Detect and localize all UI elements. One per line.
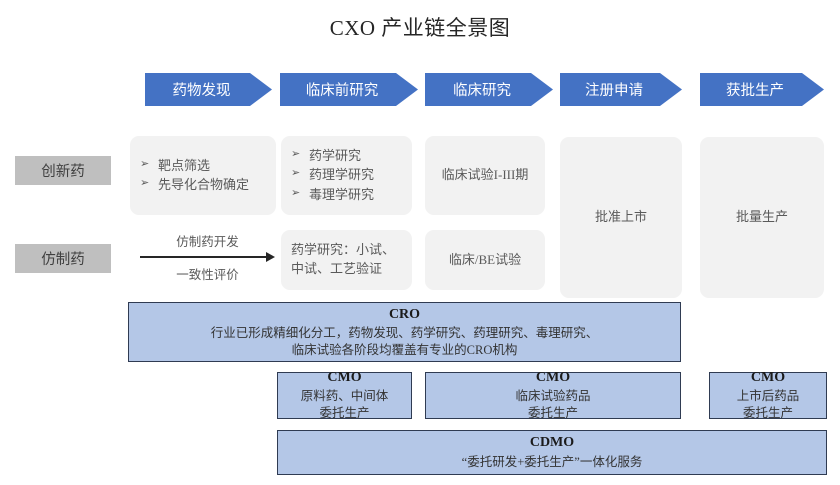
service-header: CMO: [535, 370, 571, 386]
service-box-cro[interactable]: CRO 行业已形成精细化分工，药物发现、药学研究、药理研究、毒理研究、 临床试验…: [128, 302, 681, 362]
card-innovative-clinical: 临床试验I-III期: [425, 136, 545, 215]
card-text: 临床/BE试验: [448, 251, 522, 267]
card-approval-to-market: 批准上市: [560, 137, 682, 298]
service-body: 临床试验药品 委托生产: [515, 389, 591, 421]
card-text: 临床试验I-III期: [441, 167, 529, 183]
arrow-label-top: 仿制药开发: [176, 235, 239, 249]
card-text: 批准上市: [594, 209, 647, 225]
generic-development-arrow: 仿制药开发 一致性评价: [140, 231, 275, 283]
bullet-list: ➢ 靶点筛选 ➢ 先导化合物确定: [140, 156, 266, 195]
card-generic-clinical: 临床/BE试验: [425, 230, 545, 290]
stage-arrow-label: 临床前研究: [305, 83, 379, 99]
list-item: ➢ 药理学研究: [291, 166, 402, 184]
chevron-bullet-icon: ➢: [291, 186, 301, 199]
stage-arrow-registration[interactable]: 注册申请: [560, 73, 682, 106]
chevron-bullet-icon: ➢: [140, 157, 150, 170]
row-label-text: 创新药: [41, 164, 85, 180]
card-mass-production: 批量生产: [700, 137, 824, 298]
arrow-label-bottom: 一致性评价: [176, 268, 239, 282]
row-label-innovative-drug: 创新药: [15, 156, 111, 185]
list-item-label: 先导化合物确定: [158, 177, 250, 192]
service-box-cmo-postmarket[interactable]: CMO 上市后药品 委托生产: [709, 370, 827, 421]
service-box-cmo-api[interactable]: CMO 原料药、中间体 委托生产: [277, 370, 412, 421]
row-label-text: 仿制药: [41, 252, 85, 268]
card-innovative-discovery: ➢ 靶点筛选 ➢ 先导化合物确定: [130, 136, 276, 215]
service-header: CMO: [327, 370, 362, 386]
service-box-cdmo[interactable]: CDMO “委托研发+委托生产”一体化服务: [277, 430, 827, 475]
service-header: CRO: [388, 306, 421, 322]
list-item: ➢ 药学研究: [291, 147, 402, 165]
list-item-label: 药学研究: [309, 148, 362, 164]
stage-arrow-label: 临床研究: [453, 83, 511, 99]
service-header: CDMO: [529, 435, 575, 451]
card-text: 批量生产: [735, 209, 788, 225]
stage-arrow-label: 药物发现: [172, 83, 231, 99]
service-body: 行业已形成精细化分工，药物发现、药学研究、药理研究、毒理研究、 临床试验各阶段均…: [210, 325, 599, 357]
arrow-right-icon: [266, 252, 275, 262]
card-generic-preclinical: 药学研究：小试、中试、工艺验证: [281, 230, 412, 290]
page-title: CXO 产业链全景图: [329, 16, 511, 40]
chevron-bullet-icon: ➢: [291, 148, 301, 161]
row-label-generic-drug: 仿制药: [15, 244, 111, 273]
card-innovative-preclinical: ➢ 药学研究 ➢ 药理学研究 ➢ 毒理学研究: [281, 136, 412, 215]
list-item-label: 毒理学研究: [309, 186, 375, 202]
stage-arrow-label: 注册申请: [585, 83, 643, 99]
stage-arrow-approval-production[interactable]: 获批生产: [700, 73, 824, 106]
service-body: 上市后药品 委托生产: [736, 389, 800, 421]
list-item-label: 药理学研究: [309, 167, 375, 183]
stage-arrow-clinical[interactable]: 临床研究: [425, 73, 553, 106]
stage-arrow-preclinical[interactable]: 临床前研究: [280, 73, 418, 106]
list-item: ➢ 靶点筛选: [140, 157, 266, 175]
service-body: “委托研发+委托生产”一体化服务: [461, 454, 643, 469]
stage-arrow-label: 获批生产: [726, 83, 784, 99]
card-text: 药学研究：小试、中试、工艺验证: [291, 242, 396, 276]
arrow-shaft: [140, 256, 267, 258]
bullet-list: ➢ 药学研究 ➢ 药理学研究 ➢ 毒理学研究: [291, 146, 402, 205]
service-box-cmo-clinical[interactable]: CMO 临床试验药品 委托生产: [425, 370, 681, 421]
list-item: ➢ 先导化合物确定: [140, 176, 266, 194]
service-body: 原料药、中间体 委托生产: [300, 389, 389, 421]
list-item-label: 靶点筛选: [158, 157, 211, 173]
chevron-bullet-icon: ➢: [291, 167, 301, 180]
chevron-bullet-icon: ➢: [140, 177, 150, 189]
list-item: ➢ 毒理学研究: [291, 186, 402, 204]
stage-arrow-discovery[interactable]: 药物发现: [145, 73, 272, 106]
service-header: CMO: [750, 370, 786, 386]
